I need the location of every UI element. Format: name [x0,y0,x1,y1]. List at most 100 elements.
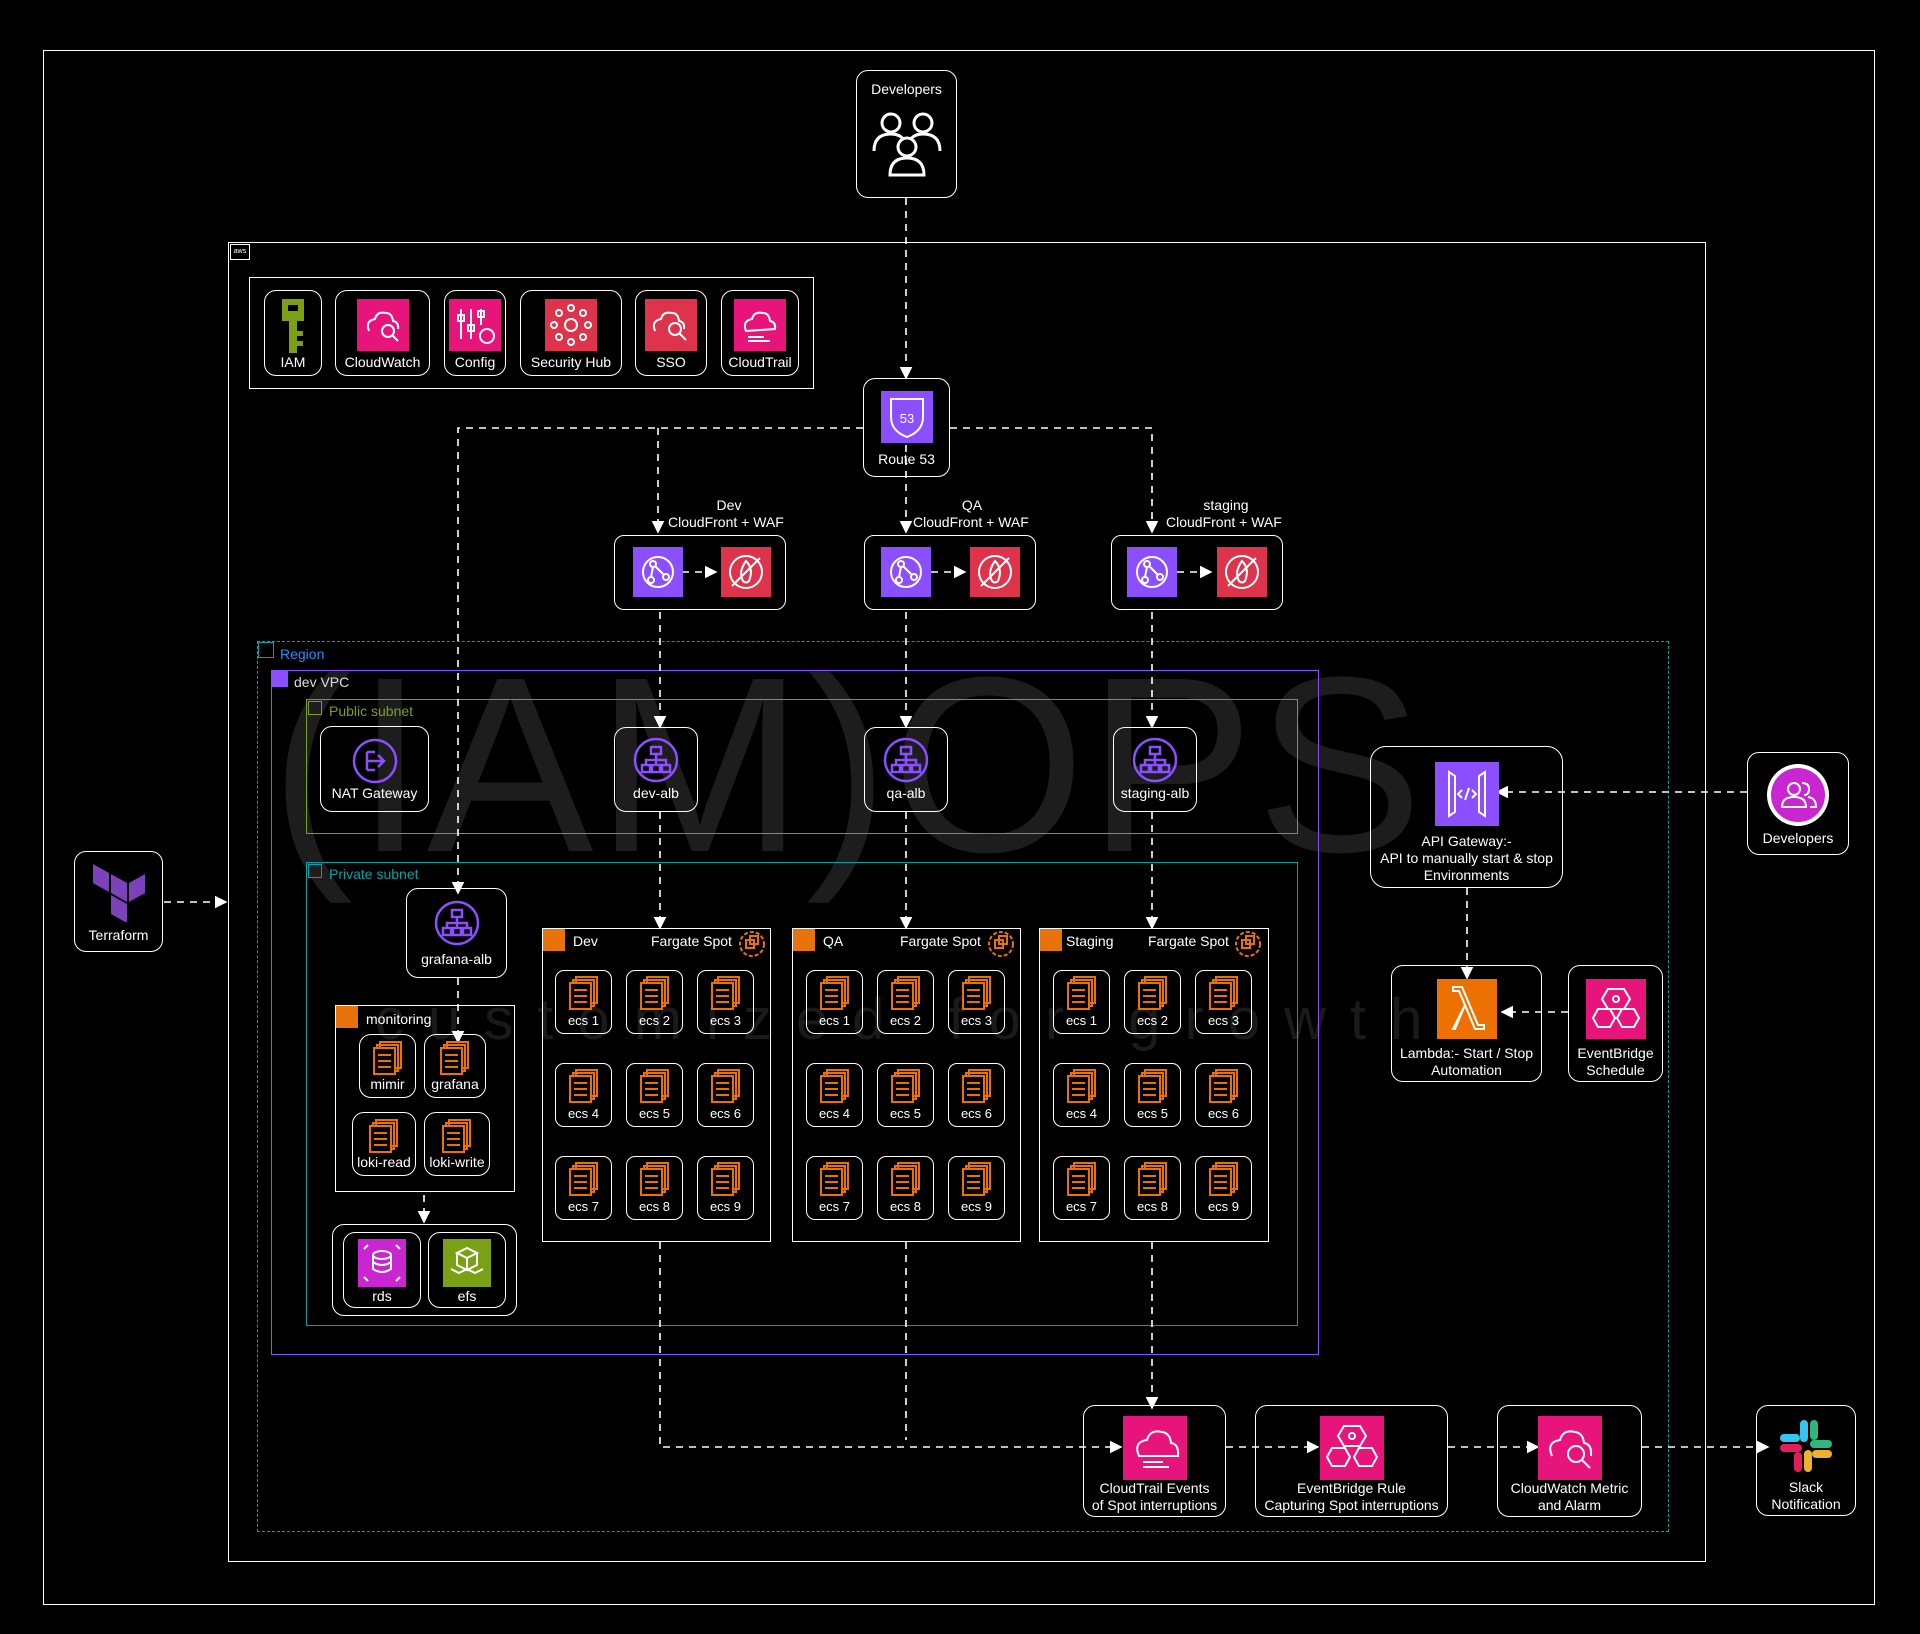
api-gateway-line1: API Gateway:- [1421,833,1512,849]
ecs-task[interactable]: ecs 1 [555,970,612,1034]
ecs-task[interactable]: ecs 5 [877,1063,934,1127]
ecs-task-icon [442,1119,471,1153]
ecs-task[interactable]: ecs 6 [697,1063,754,1127]
ecs-task[interactable]: ecs 4 [806,1063,863,1127]
ecs-task-label: ecs 5 [1136,1106,1169,1121]
staging-alb-node[interactable]: staging-alb [1113,727,1197,812]
slack-node[interactable]: Slack Notification [1756,1405,1856,1516]
rds-label: rds [372,1288,392,1304]
waf-dev-icon[interactable] [721,547,771,597]
aws-badge-text: aws [233,248,247,255]
ecs-task-icon [1066,1162,1096,1196]
ecs-task[interactable]: ecs 3 [948,970,1005,1034]
service-cloudwatch[interactable]: CloudWatch [335,290,430,376]
dev-alb-node[interactable]: dev-alb [614,727,698,812]
user-group-icon [1767,764,1829,826]
monitoring-loki-read[interactable]: loki-read [352,1112,416,1176]
fargate-spot-icon [1235,931,1261,957]
eventbridge-schedule-line1: EventBridge [1577,1045,1654,1061]
vpc-frame [271,670,1319,1355]
ecs-task[interactable]: ecs 1 [806,970,863,1034]
cf-dev-title-2: CloudFront + WAF [668,514,784,530]
api-gateway-node[interactable]: API Gateway:- API to manually start & st… [1370,746,1563,888]
route53-node[interactable]: 53 Route 53 [863,378,950,477]
service-config[interactable]: Config [444,290,506,376]
monitoring-loki-read-label: loki-read [357,1154,411,1170]
ecs-task[interactable]: ecs 7 [806,1156,863,1220]
ecs-task[interactable]: ecs 8 [877,1156,934,1220]
grafana-alb-node[interactable]: grafana-alb [406,888,507,978]
developers-top-node[interactable]: Developers [856,70,957,198]
developers-right-node[interactable]: Developers [1747,752,1849,855]
ecs-task[interactable]: ecs 6 [948,1063,1005,1127]
cf-staging-group [1111,535,1283,610]
ecs-task[interactable]: ecs 7 [555,1156,612,1220]
efs-node[interactable]: efs [428,1232,506,1308]
ecs-task[interactable]: ecs 5 [1124,1063,1181,1127]
service-sso[interactable]: SSO [635,290,707,376]
service-iam[interactable]: IAM [264,290,322,376]
route53-icon: 53 [880,391,933,443]
cluster-qa [792,928,1021,1242]
ecs-task[interactable]: ecs 6 [1195,1063,1252,1127]
cloudtrail-events-line2: of Spot interruptions [1091,1497,1218,1513]
ecs-task[interactable]: ecs 9 [1195,1156,1252,1220]
cloudtrail-events-node[interactable]: CloudTrail Events of Spot interruptions [1083,1405,1226,1517]
ecs-task[interactable]: ecs 9 [697,1156,754,1220]
ecs-task[interactable]: ecs 4 [555,1063,612,1127]
ecs-task-icon [1208,976,1238,1010]
eventbridge-schedule-node[interactable]: EventBridge Schedule [1568,965,1663,1082]
service-cloudtrail[interactable]: CloudTrail [721,290,799,376]
eventbridge-rule-node[interactable]: EventBridge Rule Capturing Spot interrup… [1255,1405,1448,1517]
ecs-task[interactable]: ecs 7 [1053,1156,1110,1220]
ecs-task-icon [1066,976,1096,1010]
ecs-task-label: ecs 4 [818,1106,851,1121]
cloudtrail-events-line1: CloudTrail Events [1099,1480,1210,1496]
rds-node[interactable]: rds [343,1232,421,1308]
ecs-task[interactable]: ecs 3 [697,970,754,1034]
api-gateway-line2: API to manually start & stop [1380,850,1553,866]
ecs-task[interactable]: ecs 2 [626,970,683,1034]
region-icon [258,642,274,658]
grafana-alb-label: grafana-alb [421,951,492,967]
sso-icon [645,299,697,351]
ecs-task-label: ecs 9 [960,1199,993,1214]
terraform-node[interactable]: Terraform [74,851,163,952]
ecs-task-label: ecs 2 [1136,1013,1169,1028]
ecs-task[interactable]: ecs 2 [877,970,934,1034]
ecs-task-label: ecs 5 [889,1106,922,1121]
ecs-task[interactable]: ecs 2 [1124,970,1181,1034]
qa-alb-node[interactable]: qa-alb [864,727,948,812]
monitoring-mimir[interactable]: mimir [359,1034,416,1098]
config-icon [449,299,501,351]
slack-line1: Slack [1788,1479,1824,1495]
ecs-task-icon [890,1162,920,1196]
lambda-line1: Lambda:- Start / Stop [1399,1045,1534,1061]
ecs-task-label: ecs 1 [1065,1013,1098,1028]
ecs-task[interactable]: ecs 8 [626,1156,683,1220]
services-group [249,277,814,389]
service-iam-label: IAM [280,354,306,370]
monitoring-grafana[interactable]: grafana [424,1034,486,1098]
nat-gateway-node[interactable]: NAT Gateway [320,726,429,812]
lambda-node[interactable]: Lambda:- Start / Stop Automation [1391,965,1542,1082]
security-hub-icon [545,299,597,351]
ecs-task[interactable]: ecs 4 [1053,1063,1110,1127]
ecs-task[interactable]: ecs 8 [1124,1156,1181,1220]
cloudwatch-alarm-node[interactable]: CloudWatch Metric and Alarm [1497,1405,1642,1517]
cloudfront-qa-icon[interactable] [881,547,931,597]
waf-qa-icon[interactable] [970,547,1020,597]
cloudfront-staging-icon[interactable] [1127,547,1177,597]
cloudfront-dev-icon[interactable] [633,547,683,597]
ecs-task[interactable]: ecs 5 [626,1063,683,1127]
fargate-spot-icon [739,931,765,957]
public-subnet-label: Public subnet [329,703,414,719]
ecs-task[interactable]: ecs 1 [1053,970,1110,1034]
service-security-hub[interactable]: Security Hub [520,290,622,376]
ecs-cluster-icon [793,929,815,951]
monitoring-loki-write[interactable]: loki-write [424,1112,490,1176]
ecs-task[interactable]: ecs 3 [1195,970,1252,1034]
storage-group [332,1224,517,1316]
waf-staging-icon[interactable] [1217,547,1267,597]
ecs-task[interactable]: ecs 9 [948,1156,1005,1220]
